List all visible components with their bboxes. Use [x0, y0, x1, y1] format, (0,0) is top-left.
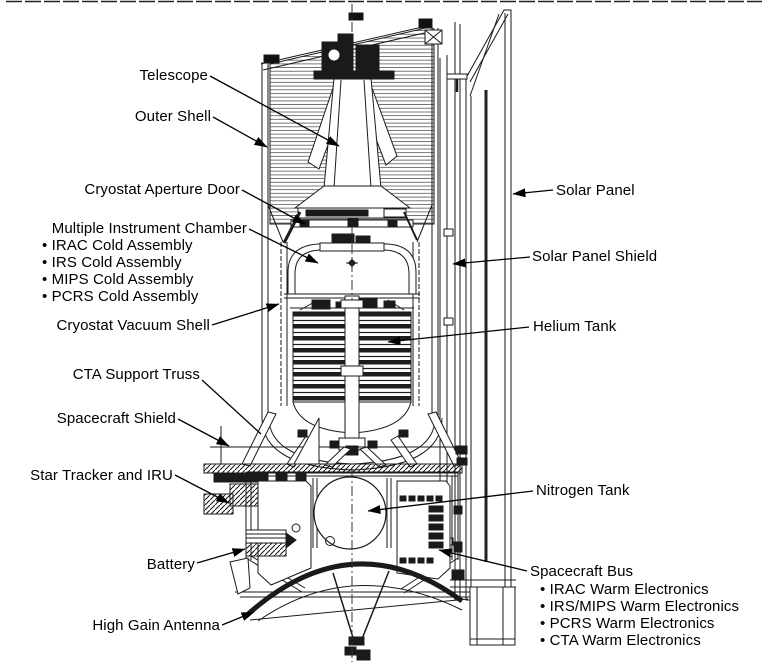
leader-lines	[174, 75, 554, 626]
label-spacecraft-bus: Spacecraft Bus	[530, 563, 634, 580]
label-high-gain-antenna: High Gain Antenna	[92, 617, 220, 634]
label-irs-cold-assembly: • IRS Cold Assembly	[42, 254, 182, 271]
spacecraft-shield-drawing	[203, 417, 468, 474]
cryostat-aperture-door-drawing	[282, 207, 418, 244]
label-star-tracker-iru: Star Tracker and IRU	[30, 467, 173, 484]
label-multiple-instrument-chamber: Multiple Instrument Chamber	[51, 220, 247, 237]
leader-cta-support-truss	[201, 379, 262, 435]
label-pcrs-cold-assembly: • PCRS Cold Assembly	[42, 288, 199, 305]
leader-solar-panel	[512, 188, 554, 198]
label-solar-panel-shield: Solar Panel Shield	[532, 248, 658, 265]
label-pcrs-warm-electronics: • PCRS Warm Electronics	[540, 615, 715, 632]
label-cta-support-truss: CTA Support Truss	[72, 366, 200, 383]
leader-outer-shell	[212, 116, 268, 148]
label-solar-panel: Solar Panel	[556, 182, 635, 199]
battery-drawing	[245, 529, 297, 557]
high-gain-antenna-drawing	[244, 561, 469, 661]
leader-spacecraft-bus	[438, 548, 528, 572]
leader-helium-tank	[387, 326, 530, 346]
leader-telescope	[209, 75, 340, 147]
label-cryostat-vacuum-shell: Cryostat Vacuum Shell	[56, 317, 210, 334]
telescope-drawing	[293, 33, 412, 209]
solar-panel-drawing	[446, 9, 516, 646]
leader-star-tracker-iru	[174, 474, 230, 504]
label-spacecraft-shield: Spacecraft Shield	[56, 410, 176, 427]
label-telescope: Telescope	[139, 67, 208, 84]
label-irac-warm-electronics: • IRAC Warm Electronics	[540, 581, 709, 598]
label-helium-tank: Helium Tank	[533, 318, 617, 335]
helium-tank-drawing	[290, 295, 414, 456]
label-nitrogen-tank: Nitrogen Tank	[536, 482, 630, 499]
label-outer-shell: Outer Shell	[134, 108, 211, 125]
leader-spacecraft-shield	[177, 418, 230, 447]
label-cryostat-aperture-door: Cryostat Aperture Door	[84, 181, 240, 198]
nitrogen-tank-drawing	[313, 476, 387, 550]
leader-cryostat-vacuum-shell	[211, 303, 280, 326]
label-mips-cold-assembly: • MIPS Cold Assembly	[42, 271, 194, 288]
leader-multiple-instrument-chamber	[248, 228, 319, 264]
leader-solar-panel-shield	[452, 256, 531, 268]
leader-battery	[196, 548, 246, 564]
label-cta-warm-electronics: • CTA Warm Electronics	[540, 632, 701, 649]
leader-cryostat-aperture-door	[241, 189, 306, 225]
label-battery: Battery	[146, 556, 195, 573]
leader-high-gain-antenna	[221, 611, 255, 626]
leader-nitrogen-tank	[367, 490, 534, 514]
label-irac-cold-assembly: • IRAC Cold Assembly	[42, 237, 193, 254]
label-irs-mips-warm-electronics: • IRS/MIPS Warm Electronics	[540, 598, 740, 615]
